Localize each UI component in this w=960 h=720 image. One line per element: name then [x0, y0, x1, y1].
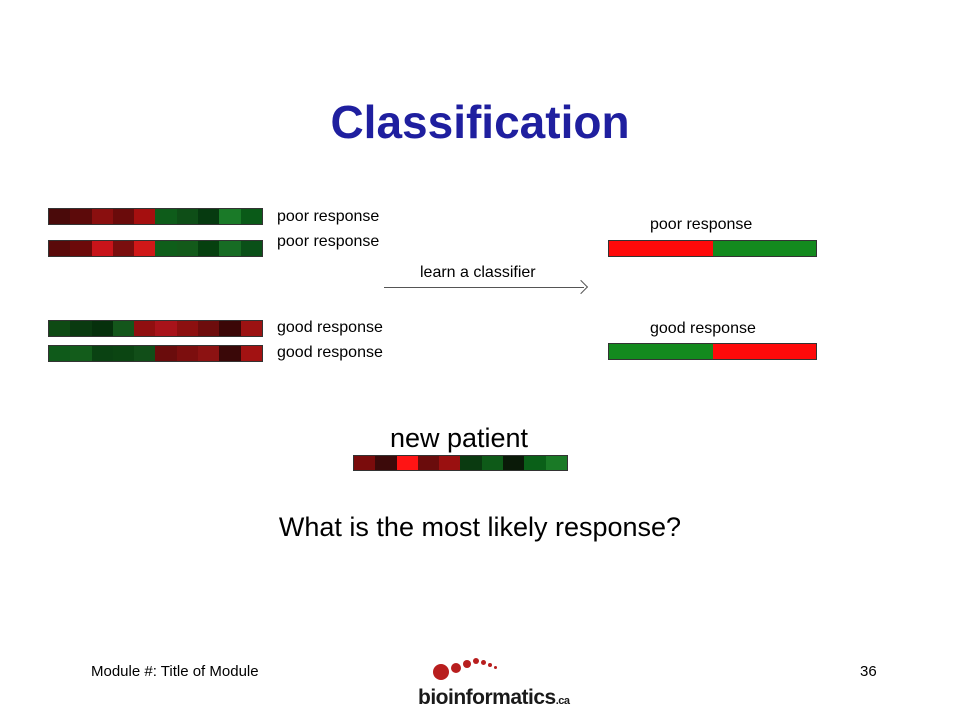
training-strip-3 [48, 320, 263, 337]
strip-cell [219, 241, 241, 256]
strip-cell [155, 209, 177, 224]
strip-cell [49, 321, 71, 336]
classifier-good-label: good response [650, 320, 756, 337]
strip-cell [481, 456, 504, 470]
training-strip-2 [48, 240, 263, 257]
strip-cell [176, 209, 199, 224]
strip-cell [49, 209, 71, 224]
logo-dots-icon [425, 655, 505, 687]
strip-cell [375, 456, 397, 470]
strip-cell [134, 241, 156, 256]
strip-cell [240, 321, 262, 336]
strip-cell [609, 241, 713, 256]
footer-page-number: 36 [860, 663, 877, 680]
logo-suffix: .ca [555, 695, 570, 707]
new-patient-strip [353, 455, 568, 471]
strip-cell [112, 241, 135, 256]
strip-cell [155, 321, 177, 336]
training-label-4: good response [277, 344, 383, 361]
question-text: What is the most likely response? [278, 512, 682, 542]
new-patient-label: new patient [389, 423, 529, 453]
strip-cell [198, 209, 220, 224]
training-strip-4 [48, 345, 263, 362]
strip-cell [712, 241, 816, 256]
strip-cell [155, 346, 177, 361]
strip-cell [439, 456, 461, 470]
strip-cell [219, 346, 241, 361]
strip-cell [176, 241, 199, 256]
strip-cell [240, 209, 262, 224]
training-strip-1 [48, 208, 263, 225]
training-label-3: good response [277, 319, 383, 336]
logo-main: bioinformatics [418, 686, 556, 709]
strip-cell [112, 346, 135, 361]
strip-cell [198, 241, 220, 256]
strip-cell [240, 241, 262, 256]
strip-cell [134, 321, 156, 336]
strip-cell [70, 209, 92, 224]
logo: bioinformatics.ca [418, 686, 570, 710]
strip-cell [417, 456, 440, 470]
arrow-line [384, 287, 584, 288]
training-label-1: poor response [277, 208, 380, 225]
strip-cell [524, 456, 546, 470]
learn-classifier-label: learn a classifier [420, 264, 536, 281]
strip-cell [91, 321, 113, 336]
footer-module: Module #: Title of Module [91, 663, 259, 680]
strip-cell [460, 456, 482, 470]
strip-cell [219, 321, 241, 336]
strip-cell [134, 346, 156, 361]
strip-cell [112, 209, 135, 224]
strip-cell [354, 456, 376, 470]
strip-cell [91, 346, 113, 361]
strip-cell [155, 241, 177, 256]
arrow-head-icon [573, 279, 589, 295]
slide-title: Classification [330, 96, 630, 148]
strip-cell [70, 241, 92, 256]
strip-cell [503, 456, 525, 470]
strip-cell [609, 344, 713, 359]
classifier-poor-label: poor response [650, 216, 753, 233]
strip-cell [49, 346, 71, 361]
strip-cell [198, 321, 220, 336]
strip-cell [545, 456, 567, 470]
strip-cell [176, 346, 199, 361]
strip-cell [176, 321, 199, 336]
strip-cell [49, 241, 71, 256]
strip-cell [134, 209, 156, 224]
classifier-good-strip [608, 343, 817, 360]
strip-cell [198, 346, 220, 361]
strip-cell [91, 241, 113, 256]
strip-cell [91, 209, 113, 224]
strip-cell [112, 321, 135, 336]
classifier-poor-strip [608, 240, 817, 257]
strip-cell [396, 456, 418, 470]
strip-cell [70, 321, 92, 336]
strip-cell [219, 209, 241, 224]
strip-cell [712, 344, 816, 359]
training-label-2: poor response [277, 233, 380, 250]
strip-cell [70, 346, 92, 361]
strip-cell [240, 346, 262, 361]
